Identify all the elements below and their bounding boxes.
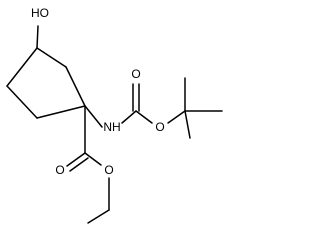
bond-carbonyl-carbon-ester-oxygen xyxy=(135,110,153,124)
bond-c1-nh xyxy=(84,105,103,128)
ester-carbonyl-oxygen-label: O xyxy=(55,163,64,177)
ester-alkoxy-oxygen-label: O xyxy=(104,163,113,177)
bond-nh-carbonyl-carbon xyxy=(121,110,137,124)
hydroxyl-label: HO xyxy=(31,6,49,20)
cyclopentane-ring xyxy=(6,47,86,119)
amine-label: NH xyxy=(103,120,120,134)
ring-bond-c1-c5 xyxy=(36,105,86,119)
carbamate-ester-oxygen-label: O xyxy=(155,120,164,134)
bond-ester-carbon-alkoxy-oxygen xyxy=(84,152,102,166)
ring-bond-c2-c1 xyxy=(65,66,86,107)
bond-c3-hydroxyl xyxy=(36,25,39,49)
ring-bond-c5-c4 xyxy=(6,85,38,119)
bond-ch2-ch3 xyxy=(87,209,110,224)
chemical-structure: HO NH O O O O xyxy=(6,6,223,224)
ester-c-o-double-bond-a xyxy=(66,152,86,167)
ring-bond-c4-c3 xyxy=(6,47,38,87)
ester-c-o-double-bond-b xyxy=(69,157,89,172)
boc-carbamate-group: NH O O xyxy=(84,67,223,139)
carbamate-carbonyl-oxygen-label: O xyxy=(131,67,140,81)
ring-bond-c3-c2 xyxy=(36,47,67,68)
bond-ester-oxygen-tert-carbon xyxy=(167,110,186,124)
ethyl-ester-group: O O xyxy=(55,105,114,224)
tert-butyl-methyl-bond-bottom xyxy=(184,110,191,139)
